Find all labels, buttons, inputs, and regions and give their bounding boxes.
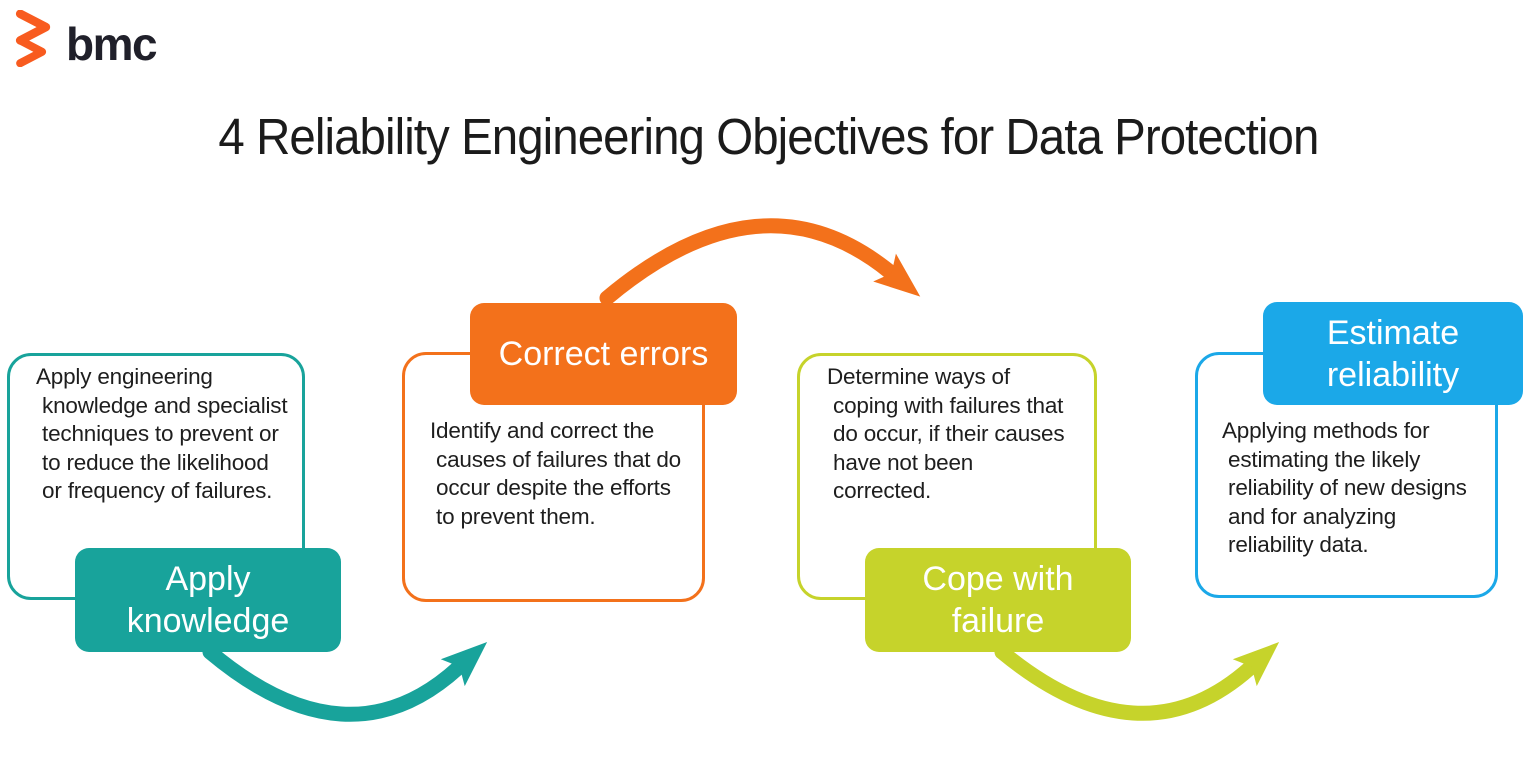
cope-with-failure-description: Determine ways of coping with failures t… (827, 364, 1065, 503)
page-title-text: 4 Reliability Engineering Objectives for… (217, 108, 1319, 165)
bmc-wordmark: bmc (66, 18, 158, 71)
cope-with-failure-label-box: Cope with failure (865, 548, 1131, 652)
estimate-reliability-label-box: Estimate reliability (1263, 302, 1523, 405)
correct-errors-label-box: Correct errors (470, 303, 737, 405)
bmc-chevrons-icon (15, 10, 51, 67)
page-title: 4 Reliability Engineering Objectives for… (0, 106, 1536, 167)
apply-knowledge-description: Apply engineering knowledge and speciali… (36, 364, 288, 503)
arrow-apply-to-correct-icon (202, 642, 488, 722)
bmc-logo: bmc (14, 10, 158, 71)
cope-with-failure-label: Cope with failure (922, 560, 1074, 640)
correct-errors-label: Correct errors (498, 335, 709, 373)
arrow-cope-to-estimate-icon (994, 642, 1280, 721)
estimate-reliability-description: Applying methods for estimating the like… (1222, 418, 1467, 557)
estimate-reliability-label: Estimate reliability (1326, 313, 1460, 394)
arrow-correct-to-cope-icon (599, 218, 921, 306)
apply-knowledge-label: Apply knowledge (126, 560, 290, 640)
correct-errors-description: Identify and correct the causes of failu… (430, 418, 681, 529)
apply-knowledge-label-box: Apply knowledge (75, 548, 341, 652)
